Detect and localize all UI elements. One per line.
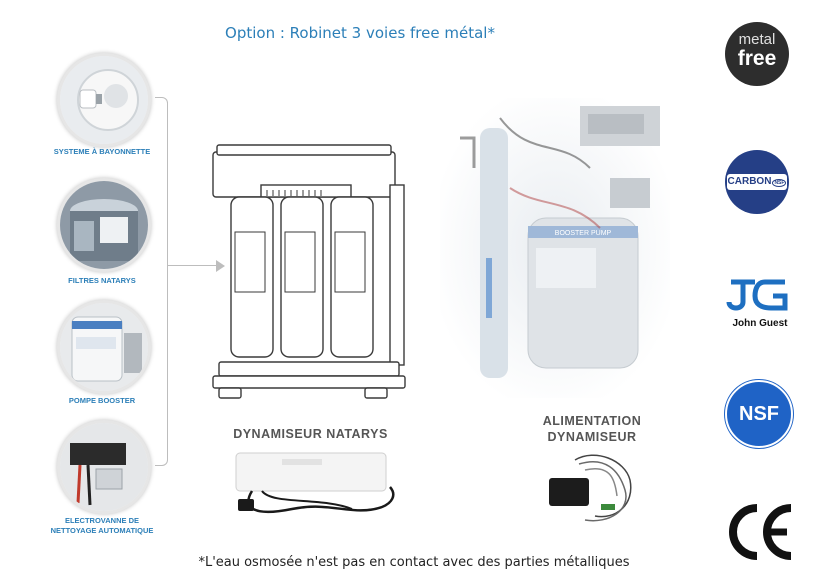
internal-components-photo: BOOSTER PUMP bbox=[440, 98, 670, 398]
osmosis-unit-drawing bbox=[212, 144, 406, 399]
arrow-icon bbox=[216, 260, 225, 272]
pump-label: BOOSTER PUMP bbox=[555, 230, 612, 237]
jg-mark-icon bbox=[726, 279, 788, 311]
ce-mark-logo bbox=[725, 502, 795, 566]
booster-pump-photo bbox=[57, 300, 151, 394]
metal-free-logo: metal free bbox=[725, 22, 789, 86]
feature-label-pump: POMPE BOOSTER bbox=[68, 396, 136, 405]
feature-label-filters: FILTRES NATARYS bbox=[68, 276, 136, 285]
feature-bracket bbox=[155, 97, 168, 466]
footnote: *L'eau osmosée n'est pas en contact avec… bbox=[198, 555, 630, 570]
power-supply-photo bbox=[549, 454, 632, 522]
page-title: Option : Robinet 3 voies free métal* bbox=[225, 24, 495, 42]
dynamiseur-label: DYNAMISEUR NATARYS bbox=[233, 427, 388, 441]
john-guest-logo: John Guest bbox=[725, 276, 795, 329]
bayonet-system-photo bbox=[57, 53, 151, 147]
natarys-filters-photo bbox=[57, 178, 151, 272]
feature-label-valve: ELECTROVANNE DE NETTOYAGE AUTOMATIQUE bbox=[50, 516, 154, 535]
nsf-logo: NSF bbox=[725, 380, 793, 448]
arrow-line bbox=[168, 265, 220, 266]
feature-label-bayonet: SYSTEME À BAYONNETTE bbox=[53, 147, 151, 156]
solenoid-valve-photo bbox=[57, 420, 151, 514]
alimentation-label: ALIMENTATION DYNAMISEUR bbox=[542, 414, 642, 444]
dynamiseur-device-photo bbox=[235, 452, 395, 514]
